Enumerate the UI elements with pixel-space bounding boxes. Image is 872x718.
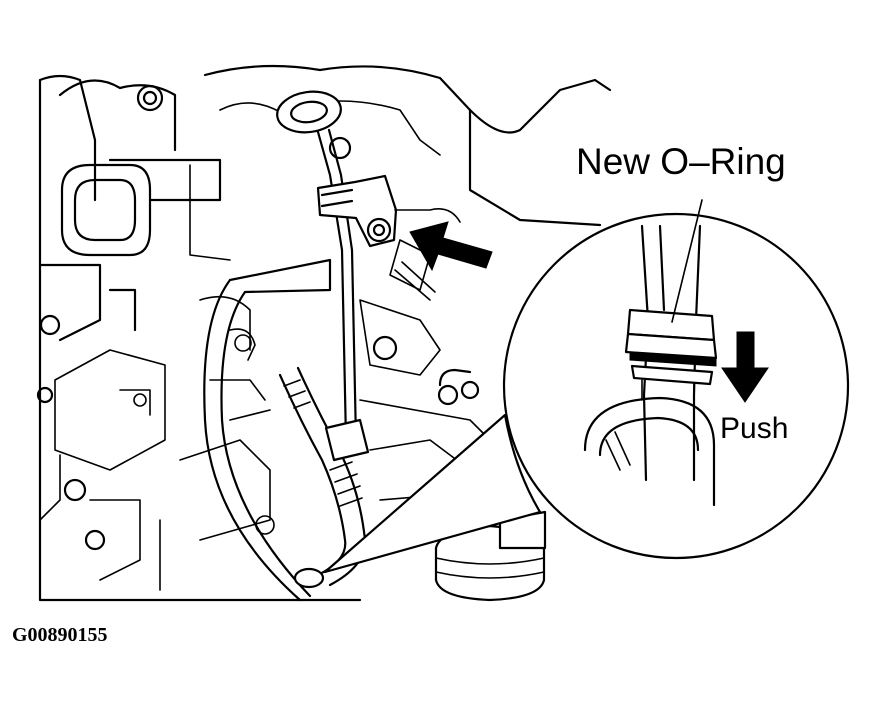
bolt-location-arrow	[409, 221, 493, 272]
push-label: Push	[720, 412, 789, 445]
dipstick-bracket	[316, 174, 461, 248]
push-arrow	[721, 331, 769, 403]
new-oring-label: New O–Ring	[576, 141, 786, 182]
dipstick-tube	[278, 366, 370, 589]
oring-detail-callout	[323, 199, 850, 574]
engine-block-illustration	[36, 64, 612, 602]
oring-band	[629, 351, 717, 367]
figure-code-label: G00890155	[12, 624, 108, 646]
